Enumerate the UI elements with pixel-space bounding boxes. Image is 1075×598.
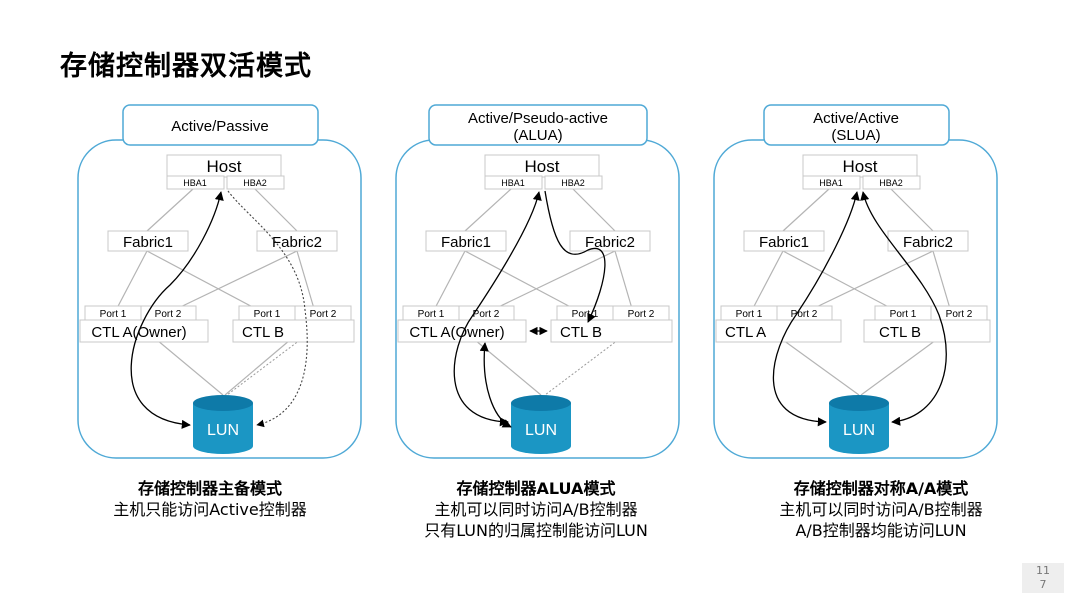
caption-title: 存储控制器对称A/A模式 [793,479,969,498]
ctl-b-label: CTL B [879,324,921,341]
ctl-a-port2-label: Port 2 [155,309,182,320]
fabric-links [750,188,952,396]
hba1-box [166,175,225,190]
panel-active-passive: Active/Passive Host HBA1 HBA2 Fabric1 Fa… [75,100,375,470]
ctl-a-label: CTL A(Owner) [409,324,504,341]
host-label: Host [525,157,560,176]
mode-box [428,104,648,146]
hba2-box [544,175,603,190]
caption-line: A/B控制器均能访问LUN [795,521,967,540]
fabric2-box [256,230,338,252]
host-to-ctl-b-path [544,190,606,323]
diagram-alua: Active/Pseudo-active (ALUA) Host HBA1 HB… [395,104,680,459]
host-label: Host [207,157,242,176]
path-via-ctl-a [772,191,860,427]
caption-title: 存储控制器主备模式 [137,479,282,498]
lun-cylinder: LUN [511,395,571,454]
fabric-links [114,188,316,396]
ctl-b-port2-label: Port 2 [310,309,337,320]
mode-label-line1: Active/Pseudo-active [468,110,608,127]
caption-active-active: 存储控制器对称A/A模式 主机可以同时访问A/B控制器 A/B控制器均能访问LU… [721,478,1041,541]
fabric-links [432,188,634,396]
ctl-b-box [550,319,673,343]
caption-line: 只有LUN的归属控制能访问LUN [424,521,648,540]
hba2-box [226,175,285,190]
standby-link [226,339,301,396]
hba1-box [802,175,861,190]
caption-line: 主机可以同时访问A/B控制器 [779,500,983,519]
active-path [130,191,224,429]
hba2-label: HBA2 [561,178,585,188]
lun-label: LUN [207,422,239,439]
ctl-b-box [232,319,355,343]
mode-box [763,104,950,146]
hba1-box [484,175,543,190]
standby-link [544,339,619,396]
ctl-b-label: CTL B [560,324,602,341]
ctl-a-port1-label: Port 1 [736,309,763,320]
fabric1-label: Fabric1 [441,234,491,251]
fabric1-label: Fabric1 [123,234,173,251]
ctl-a-to-lun-path [479,342,512,428]
ctl-a-port2-label: Port 2 [473,309,500,320]
ctl-a-port2-label: Port 2 [791,309,818,320]
host-to-ctl-a-path [453,191,542,427]
caption-line: 主机只能访问Active控制器 [113,500,307,519]
panel-alua: Active/Pseudo-active (ALUA) Host HBA1 HB… [393,100,693,470]
panel-active-active: Active/Active (SLUA) Host HBA1 HBA2 Fabr… [711,100,1011,470]
lun-cylinder: LUN [193,395,253,454]
caption-active-passive: 存储控制器主备模式 主机只能访问Active控制器 [50,478,370,520]
page-number-line: 7 [1039,578,1047,591]
fabric1-label: Fabric1 [759,234,809,251]
lun-cylinder: LUN [829,395,889,454]
hba2-box [862,175,921,190]
lun-label: LUN [843,422,875,439]
fabric2-label: Fabric2 [903,234,953,251]
diagram-active-active: Active/Active (SLUA) Host HBA1 HBA2 Fabr… [713,104,998,459]
hba2-label: HBA2 [879,178,903,188]
caption-alua: 存储控制器ALUA模式 主机可以同时访问A/B控制器 只有LUN的归属控制能访问… [376,478,696,541]
lun-label: LUN [525,422,557,439]
caption-line: 主机可以同时访问A/B控制器 [434,500,638,519]
ctl-a-label: CTL A [725,324,766,341]
ctl-b-label: CTL B [242,324,284,341]
ctl-b-port2-label: Port 2 [946,309,973,320]
page-number-line: 11 [1036,564,1050,577]
path-via-ctl-b [860,191,947,426]
ctl-a-port1-label: Port 1 [418,309,445,320]
hba2-label: HBA2 [243,178,267,188]
mode-label: Active/Passive [171,118,269,135]
mode-box [122,104,319,146]
host-label: Host [843,157,878,176]
mode-label-line2: (ALUA) [513,127,562,144]
ctl-a-port1-label: Port 1 [100,309,127,320]
ctl-b-port1-label: Port 1 [254,309,281,320]
hba1-label: HBA1 [183,178,207,188]
hba1-label: HBA1 [819,178,843,188]
caption-title: 存储控制器ALUA模式 [456,479,616,498]
page-number: 11 7 [1022,563,1064,593]
hba1-label: HBA1 [501,178,525,188]
fabric2-box [569,230,651,252]
mode-label-line1: Active/Active [813,110,899,127]
ctl-b-port1-label: Port 1 [890,309,917,320]
diagram-active-passive: Active/Passive Host HBA1 HBA2 Fabric1 Fa… [77,104,362,459]
page-title: 存储控制器双活模式 [60,51,312,82]
ctl-b-port2-label: Port 2 [628,309,655,320]
fabric2-label: Fabric2 [272,234,322,251]
mode-label-line2: (SLUA) [831,127,880,144]
passive-path [227,190,308,428]
ctl-b-port1-label: Port 1 [572,309,599,320]
fabric2-label: Fabric2 [585,234,635,251]
